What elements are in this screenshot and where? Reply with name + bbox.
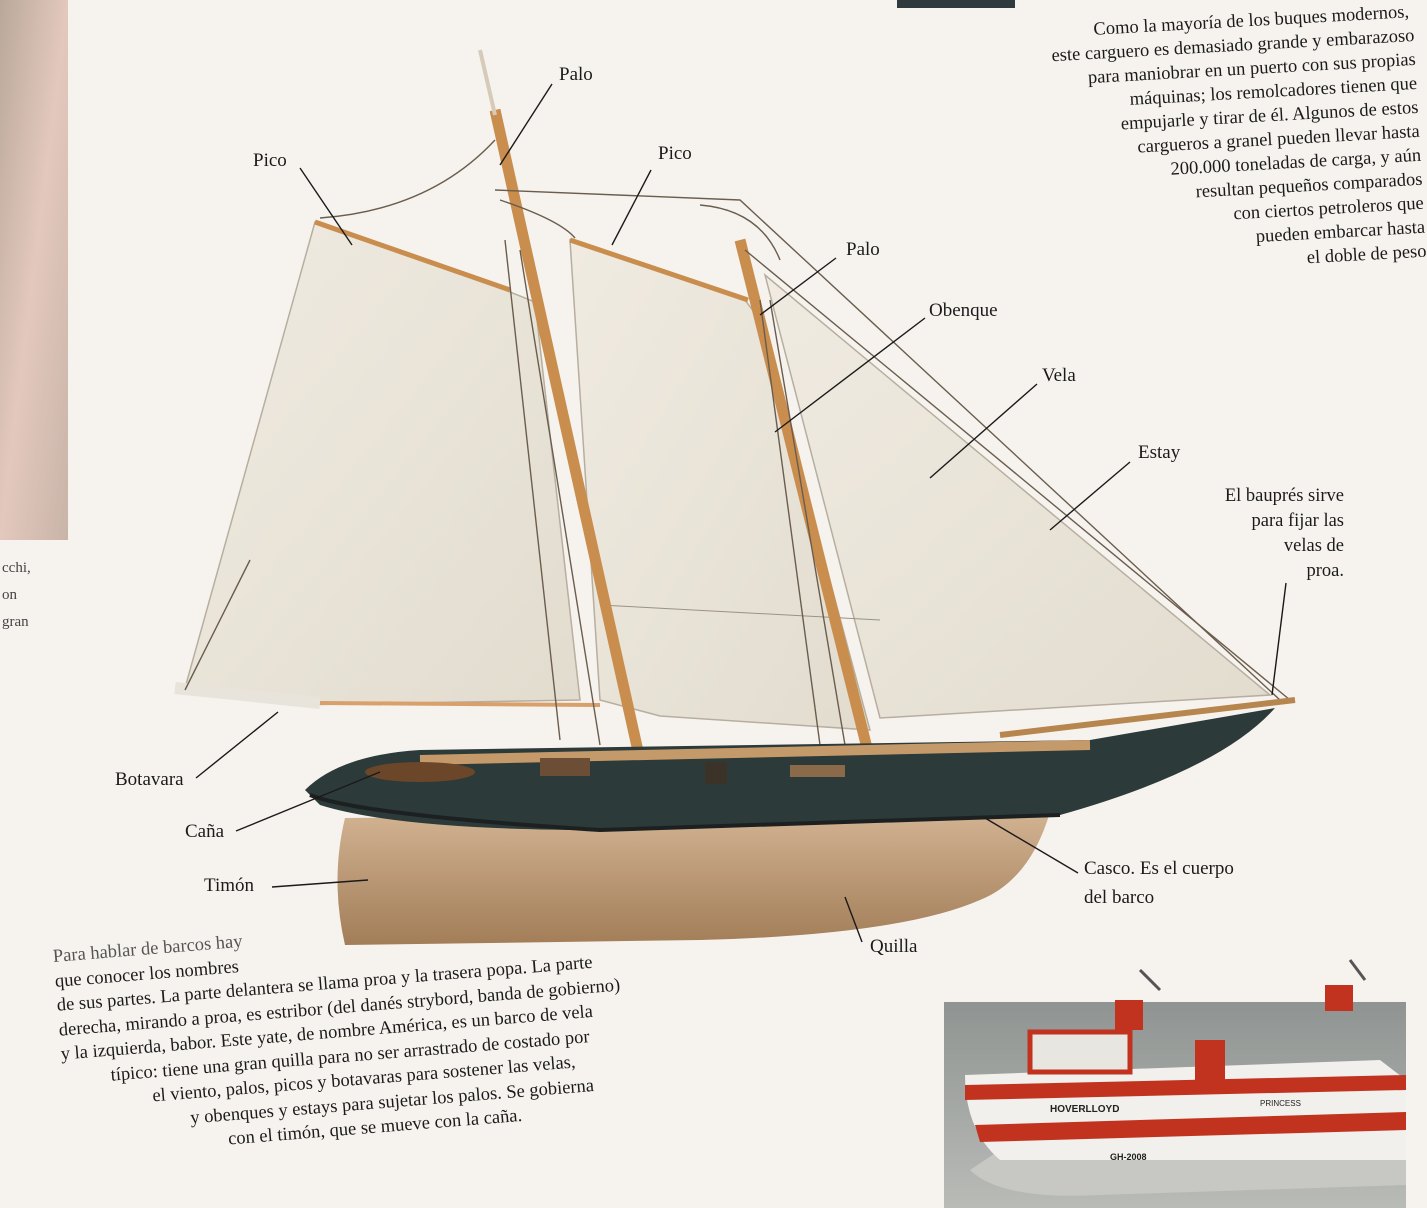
label-casco-line-1: Casco. Es el cuerpo	[1084, 858, 1234, 879]
hovercraft-hull-text: HOVERLLOYD	[1050, 1104, 1119, 1115]
label-palo-top: Palo	[559, 64, 593, 85]
label-casco: Casco. Es el cuerpo del barco	[1084, 854, 1234, 912]
left-text-line: gran	[2, 614, 29, 630]
hovercraft-photo: HOVERLLOYD GH-2008 PRINCESS	[944, 959, 1406, 1208]
main-sail	[184, 221, 581, 706]
hovercraft-side-text: PRINCESS	[1260, 1099, 1301, 1108]
label-estay: Estay	[1138, 442, 1181, 463]
label-quilla: Quilla	[870, 936, 918, 957]
label-botavara: Botavara	[115, 769, 184, 790]
jib-sail	[763, 272, 1272, 719]
baupres-line: El bauprés sirve	[1224, 486, 1344, 506]
baupres-line: proa.	[1306, 561, 1345, 581]
baupres-line: para fijar las	[1251, 511, 1344, 531]
left-text-line: cchi,	[2, 560, 31, 576]
masts	[174, 49, 876, 762]
left-margin-text: cchi, on gran	[2, 555, 31, 636]
label-vela: Vela	[1042, 365, 1076, 386]
label-timon: Timón	[204, 875, 254, 896]
leader-lines	[195, 83, 1287, 943]
hull	[305, 697, 1296, 945]
label-obenque: Obenque	[929, 300, 998, 321]
label-pico-mid: Pico	[658, 143, 692, 164]
baupres-line: velas de	[1283, 536, 1344, 556]
label-palo-right: Palo	[846, 239, 880, 260]
rigging	[184, 139, 1291, 746]
caption-text: Para hablar de barcos hay que conocer lo…	[52, 900, 631, 1165]
hovercraft-reg-text: GH-2008	[1110, 1152, 1147, 1162]
baupres-note: El bauprés sirve para fijar las velas de…	[1225, 484, 1344, 584]
top-right-text: Como la mayoría de los buques modernos, …	[1049, 0, 1427, 284]
sails	[184, 221, 1272, 731]
label-casco-line-2: del barco	[1084, 887, 1155, 908]
label-cana: Caña	[185, 821, 225, 842]
left-photo-strip	[0, 0, 68, 540]
top-photo-edge	[897, 0, 1015, 8]
label-pico-left: Pico	[253, 150, 287, 171]
left-text-line: on	[2, 587, 17, 603]
